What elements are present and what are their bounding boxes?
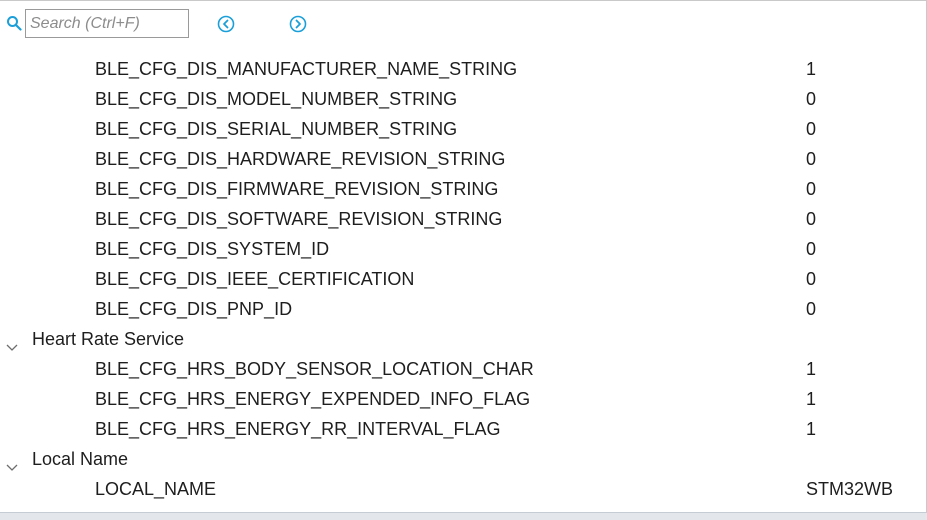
parameter-name: LOCAL_NAME xyxy=(95,479,217,499)
parameter-tree: BLE_CFG_DIS_MANUFACTURER_NAME_STRING 1 B… xyxy=(0,54,927,504)
search-icon[interactable] xyxy=(6,15,22,31)
chevron-down-icon[interactable] xyxy=(5,333,19,351)
parameter-value[interactable]: 0 xyxy=(806,209,817,229)
parameter-name: BLE_CFG_HRS_ENERGY_RR_INTERVAL_FLAG xyxy=(95,419,501,439)
group-local-name[interactable]: Local Name xyxy=(0,444,927,474)
parameter-name: BLE_CFG_DIS_SYSTEM_ID xyxy=(95,239,330,259)
horizontal-scrollbar[interactable] xyxy=(0,512,927,520)
parameter-name: BLE_CFG_HRS_ENERGY_EXPENDED_INFO_FLAG xyxy=(95,389,531,409)
parameter-row[interactable]: BLE_CFG_DIS_SYSTEM_ID 0 xyxy=(0,234,927,264)
parameter-name: BLE_CFG_DIS_SOFTWARE_REVISION_STRING xyxy=(95,209,503,229)
search-input[interactable] xyxy=(25,9,189,38)
parameter-row[interactable]: BLE_CFG_DIS_SERIAL_NUMBER_STRING 0 xyxy=(0,114,927,144)
parameter-value[interactable]: 1 xyxy=(806,59,817,79)
chevron-left-circle-icon[interactable] xyxy=(217,15,235,33)
parameter-row[interactable]: BLE_CFG_HRS_ENERGY_EXPENDED_INFO_FLAG 1 xyxy=(0,384,927,414)
parameter-name: BLE_CFG_DIS_PNP_ID xyxy=(95,299,293,319)
parameter-row[interactable]: BLE_CFG_DIS_PNP_ID 0 xyxy=(0,294,927,324)
parameter-row[interactable]: BLE_CFG_DIS_SOFTWARE_REVISION_STRING 0 xyxy=(0,204,927,234)
parameter-name: BLE_CFG_DIS_MANUFACTURER_NAME_STRING xyxy=(95,59,518,79)
parameter-name: BLE_CFG_DIS_MODEL_NUMBER_STRING xyxy=(95,89,458,109)
chevron-down-icon[interactable] xyxy=(5,453,19,471)
parameter-row[interactable]: BLE_CFG_HRS_ENERGY_RR_INTERVAL_FLAG 1 xyxy=(0,414,927,444)
group-label: Local Name xyxy=(32,449,129,469)
parameter-value[interactable]: 0 xyxy=(806,89,817,109)
group-label: Heart Rate Service xyxy=(32,329,185,349)
parameter-value[interactable]: 0 xyxy=(806,149,817,169)
parameter-name: BLE_CFG_DIS_SERIAL_NUMBER_STRING xyxy=(95,119,458,139)
parameter-row[interactable]: LOCAL_NAME STM32WB xyxy=(0,474,927,504)
chevron-right-circle-icon[interactable] xyxy=(289,15,307,33)
parameter-value[interactable]: 1 xyxy=(806,419,817,439)
parameter-row[interactable]: BLE_CFG_DIS_HARDWARE_REVISION_STRING 0 xyxy=(0,144,927,174)
parameter-row[interactable]: BLE_CFG_DIS_MODEL_NUMBER_STRING 0 xyxy=(0,84,927,114)
parameter-row[interactable]: BLE_CFG_DIS_FIRMWARE_REVISION_STRING 0 xyxy=(0,174,927,204)
parameter-name: BLE_CFG_DIS_FIRMWARE_REVISION_STRING xyxy=(95,179,499,199)
parameter-row[interactable]: BLE_CFG_HRS_BODY_SENSOR_LOCATION_CHAR 1 xyxy=(0,354,927,384)
parameter-row[interactable]: BLE_CFG_DIS_MANUFACTURER_NAME_STRING 1 xyxy=(0,54,927,84)
parameter-row[interactable]: BLE_CFG_DIS_IEEE_CERTIFICATION 0 xyxy=(0,264,927,294)
parameter-name: BLE_CFG_DIS_IEEE_CERTIFICATION xyxy=(95,269,415,289)
parameter-value[interactable]: 0 xyxy=(806,119,817,139)
parameter-value[interactable]: 0 xyxy=(806,269,817,289)
parameter-value[interactable]: 0 xyxy=(806,179,817,199)
parameter-value[interactable]: 1 xyxy=(806,359,817,379)
parameter-value[interactable]: STM32WB xyxy=(806,479,894,499)
parameter-value[interactable]: 1 xyxy=(806,389,817,409)
parameter-value[interactable]: 0 xyxy=(806,239,817,259)
parameter-value[interactable]: 0 xyxy=(806,299,817,319)
group-heart-rate-service[interactable]: Heart Rate Service xyxy=(0,324,927,354)
parameter-name: BLE_CFG_HRS_BODY_SENSOR_LOCATION_CHAR xyxy=(95,359,534,379)
toolbar xyxy=(0,1,927,47)
parameter-name: BLE_CFG_DIS_HARDWARE_REVISION_STRING xyxy=(95,149,506,169)
